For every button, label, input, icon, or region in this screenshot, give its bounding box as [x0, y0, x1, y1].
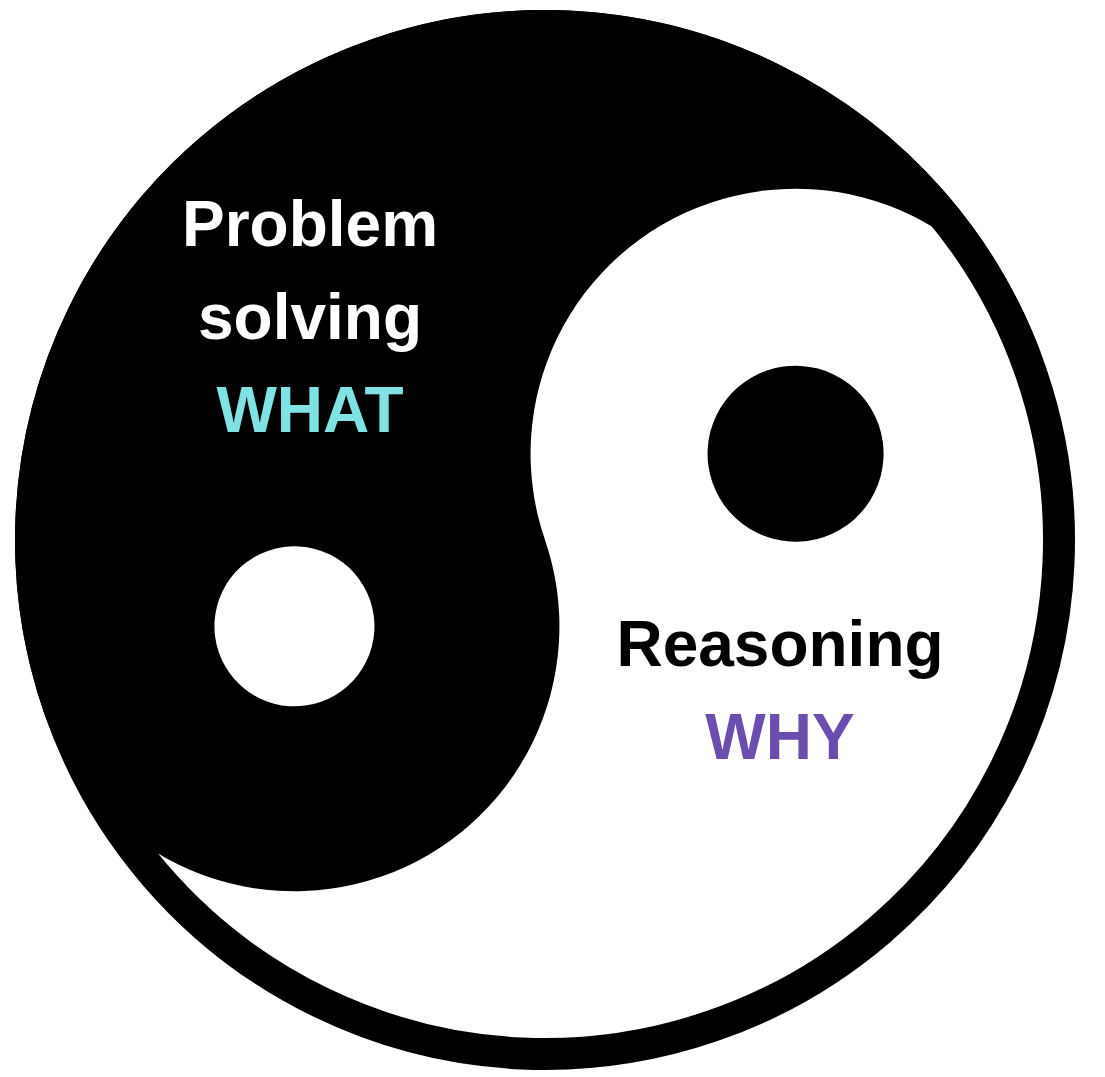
concept-label: Problem solving	[130, 178, 490, 364]
white-dot	[193, 525, 396, 728]
yang-region: ReasoningWHY	[580, 598, 980, 784]
keyword-label: WHY	[580, 691, 980, 784]
yin-region: Problem solvingWHAT	[130, 178, 490, 456]
keyword-label: WHAT	[130, 364, 490, 457]
black-dot	[684, 342, 908, 566]
black-half	[0, 0, 1105, 963]
concept-label: Reasoning	[580, 598, 980, 691]
